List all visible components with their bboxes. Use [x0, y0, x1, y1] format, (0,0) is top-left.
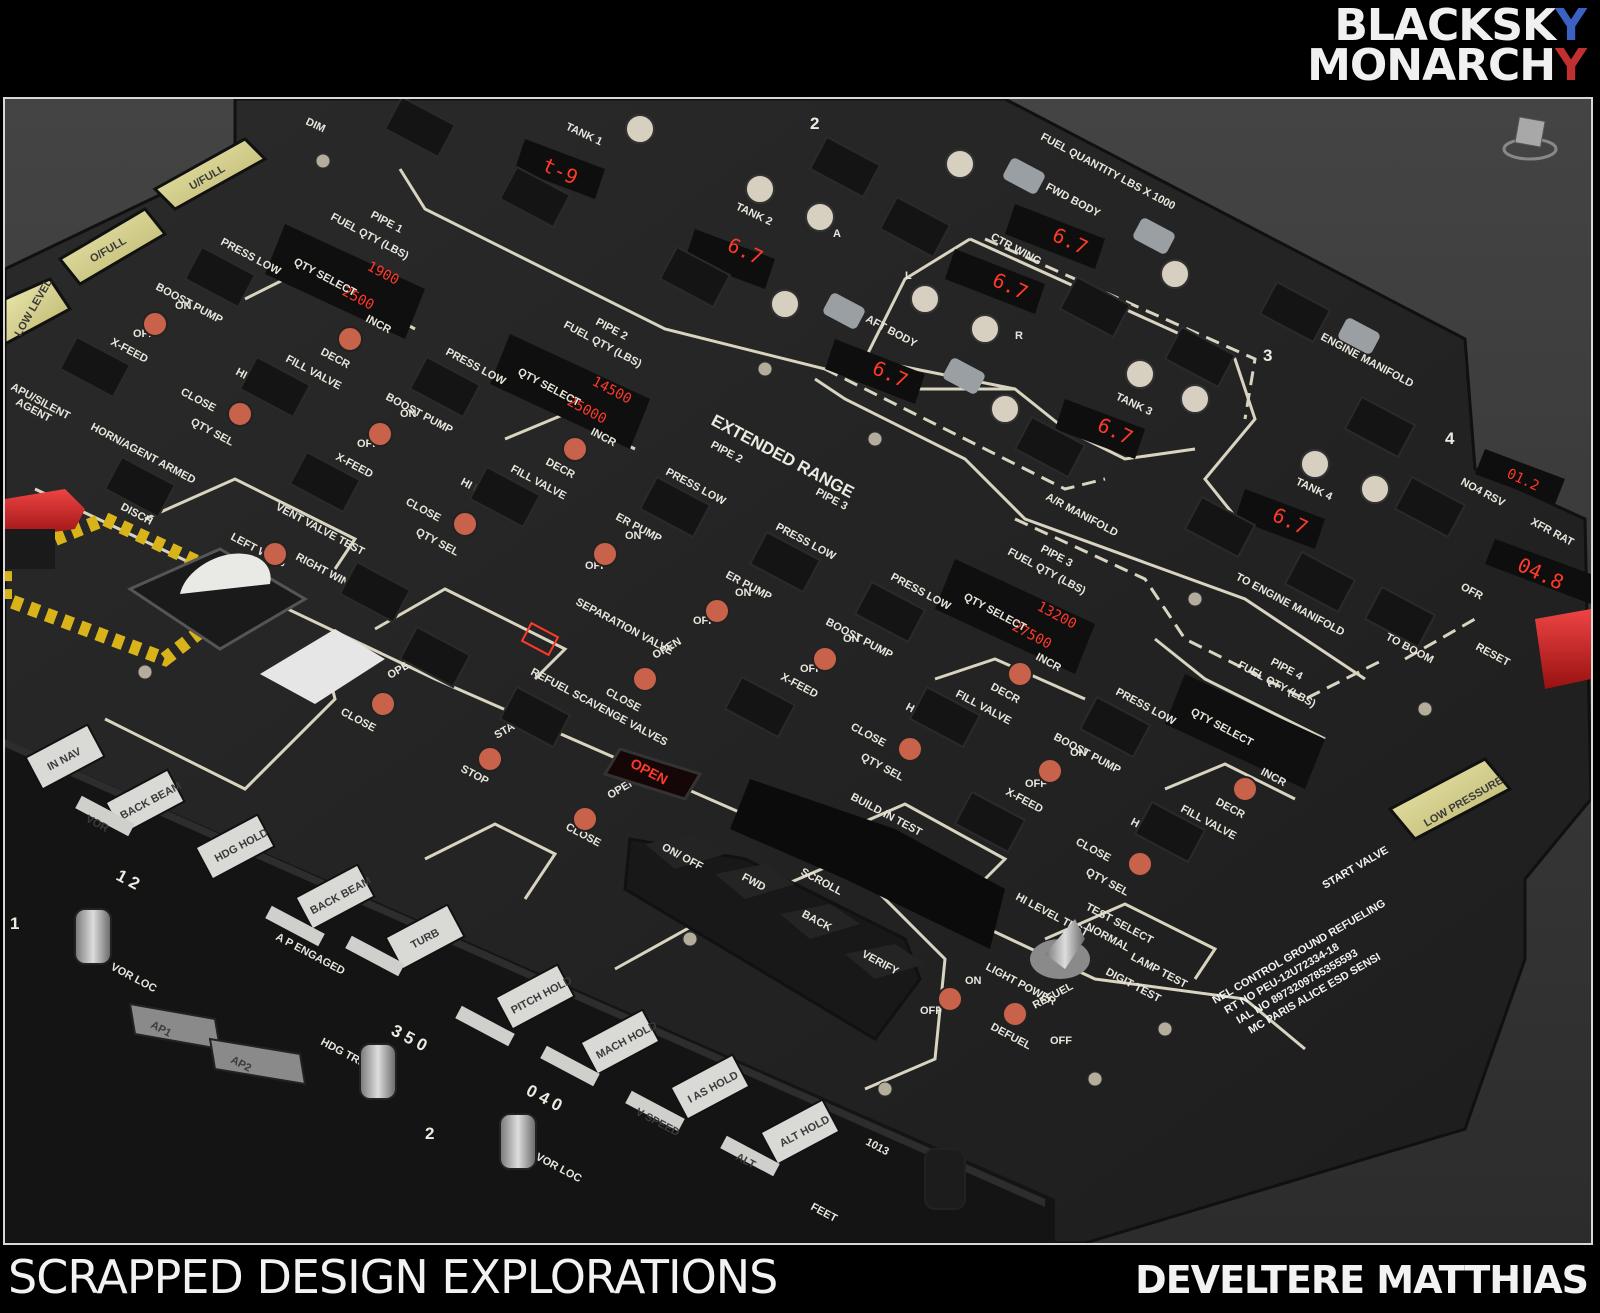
footer-author: DEVELTERE MATTHIAS — [1135, 1258, 1589, 1302]
ofull-annunciator[interactable]: O/FULL — [57, 207, 168, 286]
light-off-2-label: OFF — [1050, 1035, 1072, 1047]
pipe-1-on: ON — [175, 300, 192, 312]
toggle-switches[interactable] — [142, 114, 1390, 1027]
ap-small-tags — [75, 795, 780, 1177]
bit-verify-button[interactable]: VERIFY — [845, 944, 925, 979]
l-label: L — [905, 270, 912, 282]
test-select-knob[interactable] — [1030, 919, 1090, 979]
gray-lamps — [823, 158, 1380, 394]
panel-screws — [137, 153, 1433, 1097]
autopilot-buttons[interactable] — [24, 723, 841, 1166]
blank-placard — [260, 629, 385, 704]
fire-guard-switch-left[interactable] — [5, 489, 85, 569]
ap-num-1: 1 — [10, 914, 19, 933]
r-label: R — [1015, 330, 1023, 342]
bit-fwd-button[interactable]: FWD — [715, 864, 795, 899]
ap-engage-paddles[interactable] — [128, 1002, 307, 1086]
section-3-label: 3 — [1263, 346, 1272, 365]
view-cube-icon[interactable] — [1502, 116, 1558, 161]
bit-display — [730, 779, 1005, 949]
section-2-label: 2 — [810, 114, 819, 133]
er-pump-1-on: ON — [625, 530, 642, 542]
cockpit-panel-render: U/FULL O/FULL LOW LEVEL LOW PRESSURE DIM… — [5, 99, 1591, 1243]
a-label: A — [833, 228, 841, 240]
section-4-label: 4 — [1445, 429, 1455, 448]
blank-buttons[interactable] — [58, 99, 1467, 864]
vent-valve-gauge — [126, 547, 308, 651]
ctr-wing-display: 6.7 — [945, 249, 1045, 314]
ufull-annunciator[interactable]: U/FULL — [152, 137, 268, 211]
pipe-4-on: ON — [1070, 747, 1087, 759]
bit-keypad — [623, 837, 922, 1041]
fire-guard-switch-right[interactable] — [1535, 609, 1591, 689]
aft-body-display: 6.7 — [825, 339, 925, 404]
light-on-label: ON — [965, 975, 982, 987]
ap-num-2: 2 — [425, 1124, 434, 1143]
tank4-display: 6.7 — [1235, 489, 1325, 549]
pipe-2-on: ON — [400, 408, 417, 420]
render-frame: U/FULL O/FULL LOW LEVEL LOW PRESSURE DIM… — [3, 97, 1593, 1245]
sep-valve-indicator — [520, 621, 560, 657]
brand-line1: BLACKSKY — [1334, 0, 1587, 51]
footer-title: SCRAPPED DESIGN EXPLORATIONS — [8, 1250, 778, 1304]
light-off-label: OFF — [920, 1005, 942, 1017]
ap-rotary-knobs[interactable] — [74, 908, 966, 1210]
bit-back-button[interactable]: BACK — [780, 904, 860, 939]
brand-logo: BLACKSKY MONARCHY — [1307, 4, 1587, 88]
brand-line2: MONARCHY — [1307, 40, 1587, 91]
pipe-3-on: ON — [843, 633, 860, 645]
er-pump-2-on: ON — [735, 587, 752, 599]
